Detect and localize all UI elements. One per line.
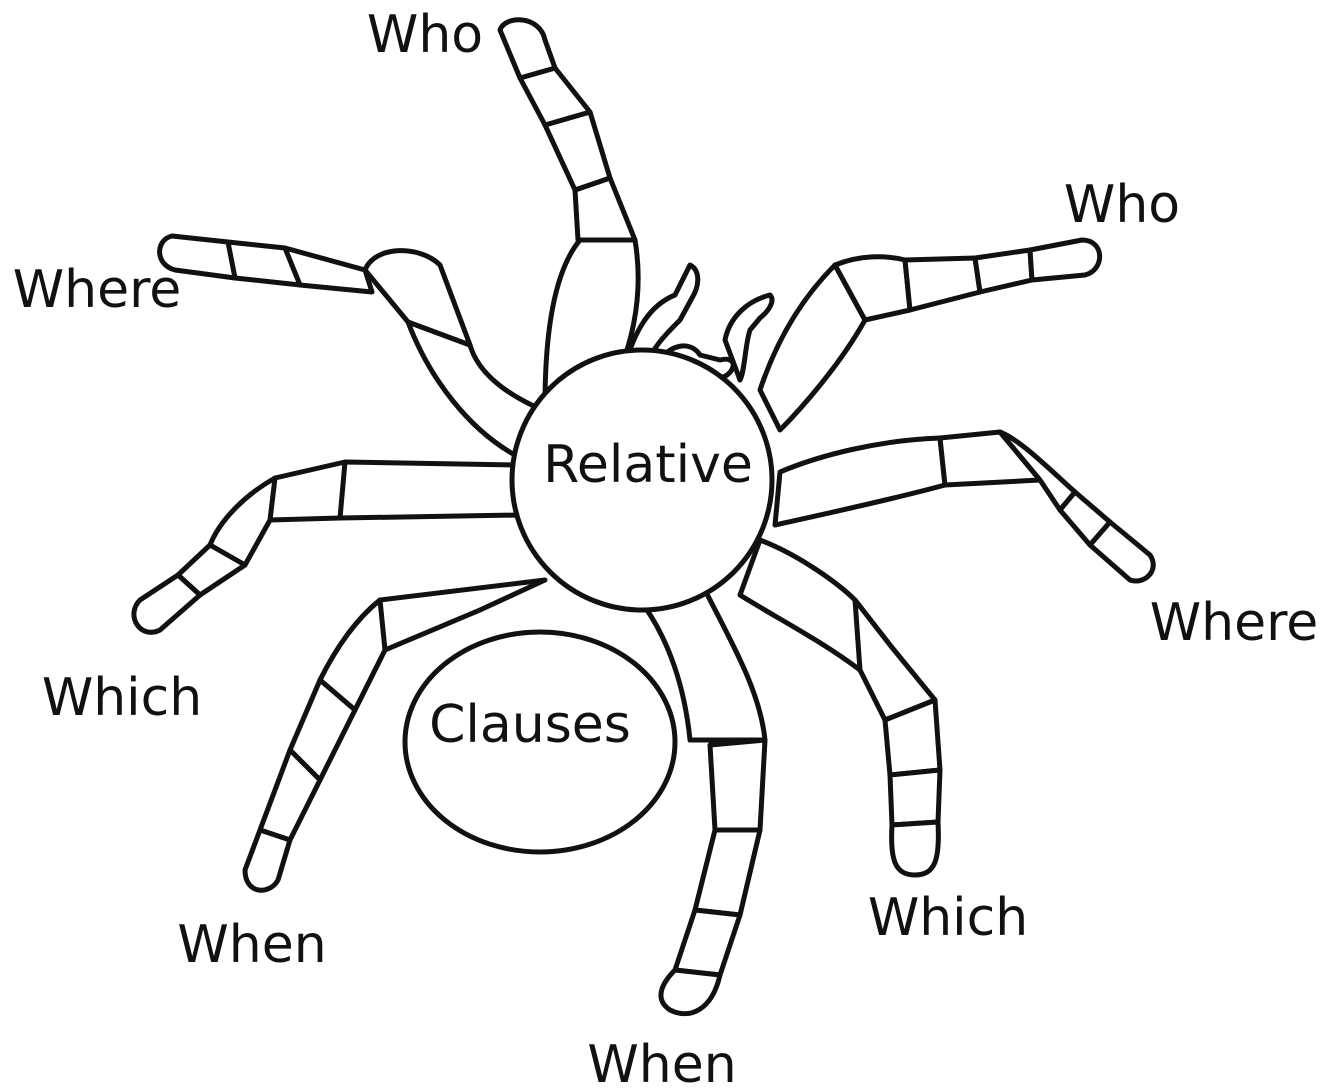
leg-upper-left [500, 20, 638, 405]
leg-label-lower-left-when: When [177, 915, 326, 975]
leg-label-right-which: Which [868, 888, 1028, 948]
leg-label-lower-mid-when: When [587, 1035, 736, 1090]
leg-label-upper-left-who: Who [367, 5, 483, 65]
leg-right-upper [775, 432, 1153, 581]
leg-label-upper-right-who: Who [1064, 175, 1180, 235]
leg-label-left-where: Where [13, 260, 182, 320]
abdomen-label: Clauses [429, 695, 631, 755]
leg-left-upper [160, 236, 542, 455]
leg-lower-middle [640, 590, 765, 1014]
leg-label-left-which: Which [42, 668, 202, 728]
head-label: Relative [543, 435, 753, 495]
leg-upper-right [760, 240, 1100, 430]
leg-right-lower [740, 540, 940, 875]
leg-label-right-where: Where [1150, 593, 1319, 653]
